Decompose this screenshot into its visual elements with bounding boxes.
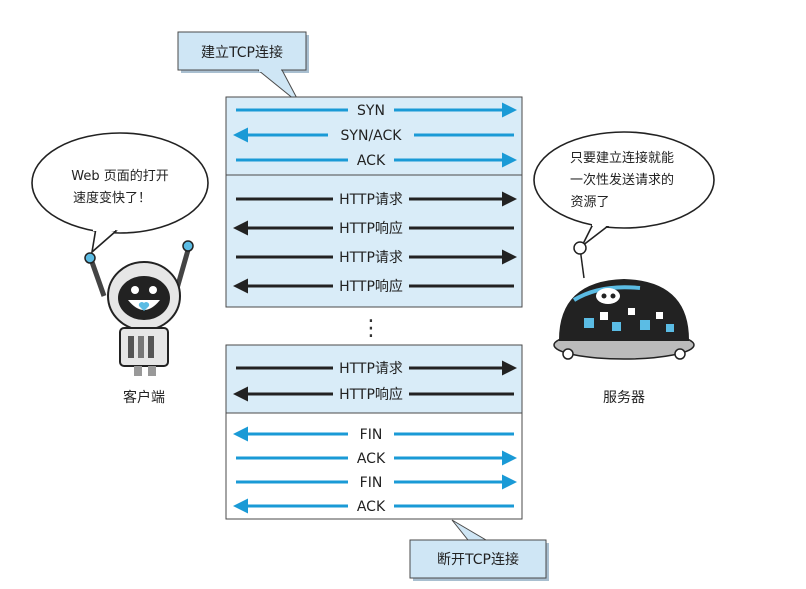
- http-block-2-arrow-1-label: HTTP响应: [339, 386, 403, 403]
- panel-teardown: [225, 412, 523, 520]
- handshake-arrow-0-label: SYN: [357, 103, 385, 119]
- server-bubble-line-1: 只要建立连接就能: [570, 150, 674, 166]
- server-bubble-line-2: 一次性发送请求的: [570, 172, 674, 188]
- callout-close-text: 断开TCP连接: [437, 551, 519, 568]
- server-label: 服务器: [603, 390, 645, 406]
- http-block-1-arrow-0-label: HTTP请求: [339, 192, 403, 208]
- callout-close: 断开TCP连接: [409, 519, 549, 581]
- teardown-arrow-2-label: FIN: [360, 475, 383, 491]
- panel-http-block-2: [225, 344, 523, 414]
- teardown-arrow-3-label: ACK: [357, 499, 386, 515]
- client-label: 客户端: [123, 389, 165, 406]
- handshake-arrow-1-label: SYN/ACK: [341, 128, 403, 144]
- server-robot-icon: [553, 241, 695, 360]
- ellipsis: ⋮: [360, 316, 382, 341]
- http-block-1-arrow-1-label: HTTP响应: [339, 220, 403, 237]
- http-block-1-arrow-3-label: HTTP响应: [339, 278, 403, 295]
- server-speech-bubble: 只要建立连接就能 一次性发送请求的 资源了: [533, 131, 715, 247]
- handshake-arrow-2-label: ACK: [357, 153, 386, 169]
- client-speech-bubble: Web 页面的打开 速度变快了！: [31, 132, 209, 255]
- callout-establish-text: 建立TCP连接: [201, 44, 283, 61]
- callout-establish: 建立TCP连接: [177, 31, 309, 105]
- client-bubble-line-1: Web 页面的打开: [71, 168, 168, 184]
- teardown-arrow-0-label: FIN: [360, 427, 383, 443]
- client-bubble-line-2: 速度变快了！: [73, 190, 151, 206]
- server-bubble-line-3: 资源了: [570, 195, 609, 210]
- http-block-1-arrow-2-label: HTTP请求: [339, 250, 403, 266]
- teardown-arrow-1-label: ACK: [357, 451, 386, 467]
- client-robot-icon: [84, 240, 194, 376]
- http-block-2-arrow-0-label: HTTP请求: [339, 361, 403, 377]
- message-rows: SYN SYN/ACK ACK HTTP请求 HTTP响应 HTTP请求 HTTP响应 HTT…: [233, 102, 517, 515]
